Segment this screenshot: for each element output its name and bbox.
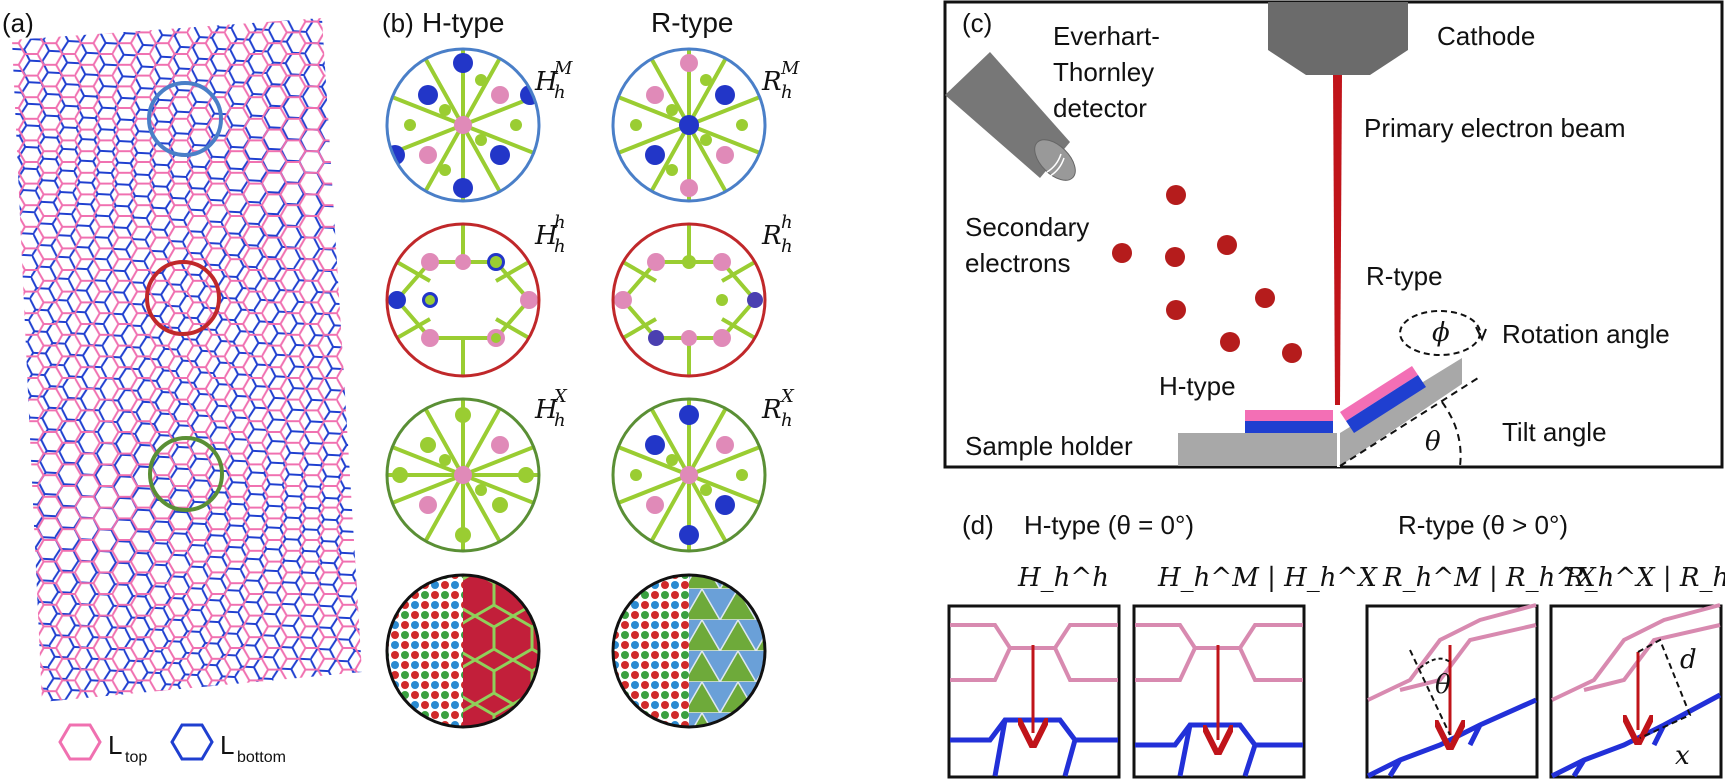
detector-icon [945, 52, 1076, 181]
label-R-M: R h M [761, 58, 800, 103]
tilt-symbol: θ [1425, 427, 1441, 457]
label-H-X: H h X [534, 386, 568, 431]
legend-bottom: L bottom [170, 723, 286, 766]
panel-d-tag: (d) [962, 510, 994, 540]
label-H-h-sup: h [554, 212, 566, 233]
cathode-label: Cathode [1437, 21, 1535, 51]
column-r-type: R-type [651, 7, 733, 38]
panel-c: (c) Everhart- Thornley detector Cathode … [943, 0, 1724, 469]
tilt-line [1339, 377, 1479, 467]
stacking-R-h [611, 222, 767, 378]
legend-top-hexagon-icon [58, 723, 102, 761]
legend-top: L top [58, 723, 147, 766]
view-box-2 [1132, 604, 1306, 779]
detector-label-3: detector [1053, 93, 1147, 123]
view-box-4: d x [1549, 603, 1723, 779]
h-type-header: H-type (θ = 0°) [1024, 510, 1194, 540]
panel-a-tag: (a) [2, 8, 34, 38]
r-type-top-layer [1340, 366, 1418, 421]
stacking-H-h [385, 222, 541, 378]
label-R-X-sup: X [779, 386, 795, 407]
label-H-X-sup: X [552, 386, 568, 407]
view-4-d: d [1680, 645, 1697, 675]
electron-beam [1333, 75, 1342, 405]
tilt-arc [1441, 401, 1462, 467]
legend-bottom-sub: bottom [237, 749, 286, 766]
rotation-symbol: ϕ [1432, 318, 1450, 348]
texture-H [385, 573, 541, 729]
panel-a: (a) L top L bottom [2, 8, 362, 766]
view-4-x: x [1675, 741, 1690, 771]
label-H-h: H h h [534, 212, 566, 257]
label-R-X: R h X [761, 386, 795, 431]
highlight-circle-blue [147, 81, 223, 157]
label-R-h-sup: h [781, 212, 793, 233]
view-3-theta: θ [1435, 670, 1451, 700]
rotation-label: Rotation angle [1502, 319, 1670, 349]
label-H-h-base: H [534, 221, 559, 251]
view-box-3: θ [1365, 603, 1539, 779]
panel-b-tag: (b) [382, 8, 414, 38]
h-type-label: H-type [1159, 371, 1236, 401]
label-H-h-sub: h [554, 236, 566, 257]
secondary-label-1: Secondary [965, 212, 1089, 242]
column-h-type: H-type [422, 7, 504, 38]
label-R-X-base: R [761, 395, 782, 425]
caption-2: H_h^M | H_h^X [1157, 563, 1378, 593]
moire-lattice [12, 18, 362, 702]
label-R-X-sub: h [781, 410, 793, 431]
label-H-X-base: H [534, 395, 559, 425]
stacking-R-X [611, 397, 767, 553]
h-type-bottom-layer [1245, 421, 1333, 433]
legend-bottom-symbol: L [220, 730, 234, 760]
stacking-H-X [385, 397, 541, 553]
secondary-electrons [1112, 185, 1302, 363]
label-R-M-sub: h [781, 82, 793, 103]
caption-3: R_h^M | R_h^X [1382, 563, 1597, 593]
r-type-label: R-type [1366, 261, 1443, 291]
highlight-circle-green [148, 436, 224, 512]
detector-label-2: Thornley [1053, 57, 1154, 87]
label-H-X-sub: h [554, 410, 566, 431]
label-R-M-base: R [761, 67, 782, 97]
stacking-H-M [385, 47, 541, 203]
r-type-bottom-layer [1346, 375, 1426, 433]
tilt-label: Tilt angle [1502, 417, 1607, 447]
holder-label: Sample holder [965, 431, 1133, 461]
h-type-top-layer [1245, 410, 1333, 421]
secondary-label-2: electrons [965, 248, 1071, 278]
r-type-header: R-type (θ > 0°) [1398, 510, 1568, 540]
beam-label: Primary electron beam [1364, 113, 1626, 143]
label-R-h: R h h [761, 212, 793, 257]
stacking-R-M [611, 47, 767, 203]
highlight-circle-red [145, 260, 221, 336]
label-H-M-base: H [534, 67, 559, 97]
legend-top-symbol: L [108, 730, 122, 760]
sample-holder [1178, 358, 1462, 467]
label-R-h-sub: h [781, 236, 793, 257]
legend-bottom-hexagon-icon [170, 723, 214, 761]
view-box-1 [947, 604, 1121, 779]
label-H-M: H h M [534, 58, 573, 103]
panel-c-tag: (c) [962, 8, 992, 38]
texture-R [611, 573, 767, 729]
cathode-icon [1268, 2, 1408, 75]
panel-d: (d) H-type (θ = 0°) R-type (θ > 0°) H_h^… [947, 510, 1725, 779]
legend-top-sub: top [125, 749, 147, 766]
caption-1: H_h^h [1017, 563, 1109, 593]
label-R-M-sup: M [780, 58, 800, 79]
label-R-h-base: R [761, 221, 782, 251]
caption-4: R_h^X | R_h^M [1564, 563, 1725, 593]
detector-label-1: Everhart- [1053, 21, 1160, 51]
label-H-M-sup: M [553, 58, 573, 79]
rotation-arrowhead [1475, 326, 1487, 342]
label-H-M-sub: h [554, 82, 566, 103]
panel-b: (b) H-type R-type [382, 7, 800, 729]
